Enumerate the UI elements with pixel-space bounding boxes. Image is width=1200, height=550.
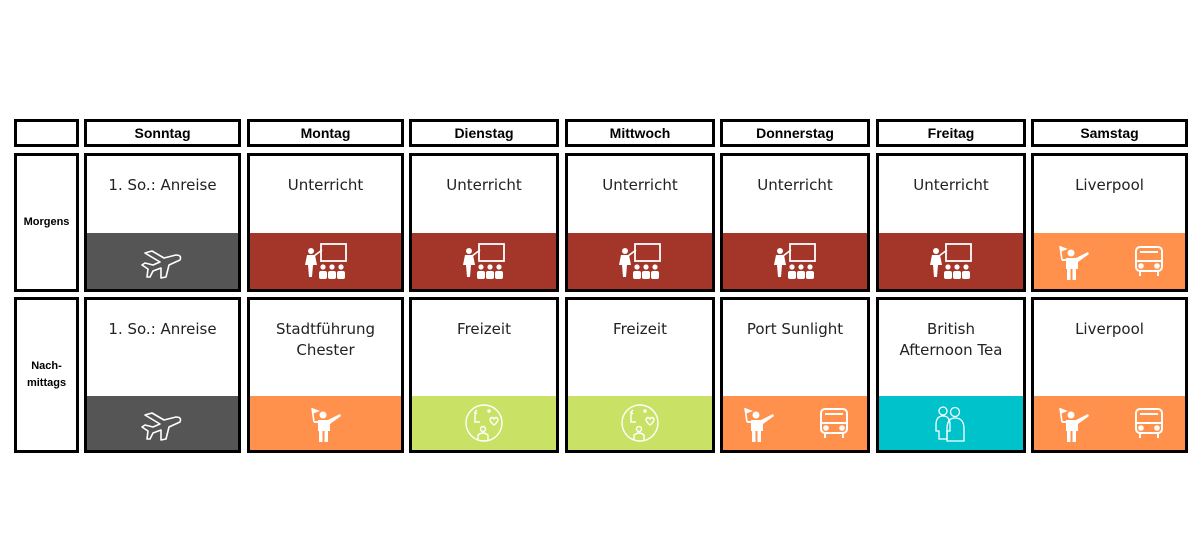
day-header-freitag: Freitag [876, 119, 1026, 147]
activity-color-band [879, 233, 1023, 289]
schedule-cell: Liverpool [1031, 297, 1188, 453]
schedule-cell: Unterricht [565, 153, 715, 292]
activity-color-band [1034, 396, 1185, 450]
activity-color-band [568, 233, 712, 289]
corner-cell [14, 119, 79, 147]
classroom-icon [617, 241, 663, 281]
activity-label: Port Sunlight [746, 320, 844, 338]
activity-label: Liverpool [1075, 320, 1144, 338]
activity-color-band [250, 233, 401, 289]
day-header-sonntag: Sonntag [84, 119, 241, 147]
schedule-cell: Unterricht [876, 153, 1026, 292]
row-label-afternoon: Nach- mittags [14, 297, 79, 453]
activity-label: Unterricht [602, 176, 678, 194]
tour-guide-icon [1054, 402, 1094, 444]
schedule-cell: Freizeit [409, 297, 559, 453]
classroom-icon [928, 241, 974, 281]
classroom-icon [303, 241, 349, 281]
leisure-icon [463, 402, 505, 444]
day-header-samstag: Samstag [1031, 119, 1188, 147]
schedule-cell: 1. So.: Anreise [84, 153, 241, 292]
schedule-cell: Freizeit [565, 297, 715, 453]
activity-color-band [250, 396, 401, 450]
activity-color-band [568, 396, 712, 450]
tour-guide-icon [1054, 240, 1094, 282]
plane-icon [140, 403, 186, 443]
activity-label: Unterricht [913, 176, 989, 194]
day-header-montag: Montag [247, 119, 404, 147]
schedule-cell: Unterricht [409, 153, 559, 292]
activity-color-band [87, 396, 238, 450]
activity-color-band [723, 233, 867, 289]
schedule-cell: 1. So.: Anreise [84, 297, 241, 453]
leisure-icon [619, 402, 661, 444]
classroom-icon [772, 241, 818, 281]
activity-color-band [87, 233, 238, 289]
schedule-cell: Unterricht [720, 153, 870, 292]
schedule-cell: Port Sunlight [720, 297, 870, 453]
tour-guide-icon [739, 402, 779, 444]
activity-label: Freizeit [613, 320, 667, 338]
people-icon [933, 403, 969, 443]
activity-label: Unterricht [757, 176, 833, 194]
schedule-cell: British Afternoon Tea [876, 297, 1026, 453]
classroom-icon [461, 241, 507, 281]
day-header-donnerstag: Donnerstag [720, 119, 870, 147]
activity-color-band [879, 396, 1023, 450]
bus-icon [817, 406, 851, 440]
schedule-cell: Liverpool [1031, 153, 1188, 292]
activity-color-band [723, 396, 867, 450]
schedule-cell: Unterricht [247, 153, 404, 292]
row-label-morning: Morgens [14, 153, 79, 292]
activity-label: Freizeit [457, 320, 511, 338]
day-header-mittwoch: Mittwoch [565, 119, 715, 147]
activity-label: 1. So.: Anreise [108, 320, 217, 338]
activity-label: Stadtführung Chester [276, 320, 375, 359]
activity-label: British Afternoon Tea [899, 320, 1003, 359]
day-header-dienstag: Dienstag [409, 119, 559, 147]
activity-label: 1. So.: Anreise [108, 176, 217, 194]
activity-label: Liverpool [1075, 176, 1144, 194]
activity-color-band [1034, 233, 1185, 289]
tour-guide-icon [306, 402, 346, 444]
activity-color-band [412, 396, 556, 450]
activity-label: Unterricht [446, 176, 522, 194]
schedule-cell: Stadtführung Chester [247, 297, 404, 453]
activity-color-band [412, 233, 556, 289]
bus-icon [1132, 244, 1166, 278]
bus-icon [1132, 406, 1166, 440]
plane-icon [140, 241, 186, 281]
activity-label: Unterricht [287, 176, 364, 194]
